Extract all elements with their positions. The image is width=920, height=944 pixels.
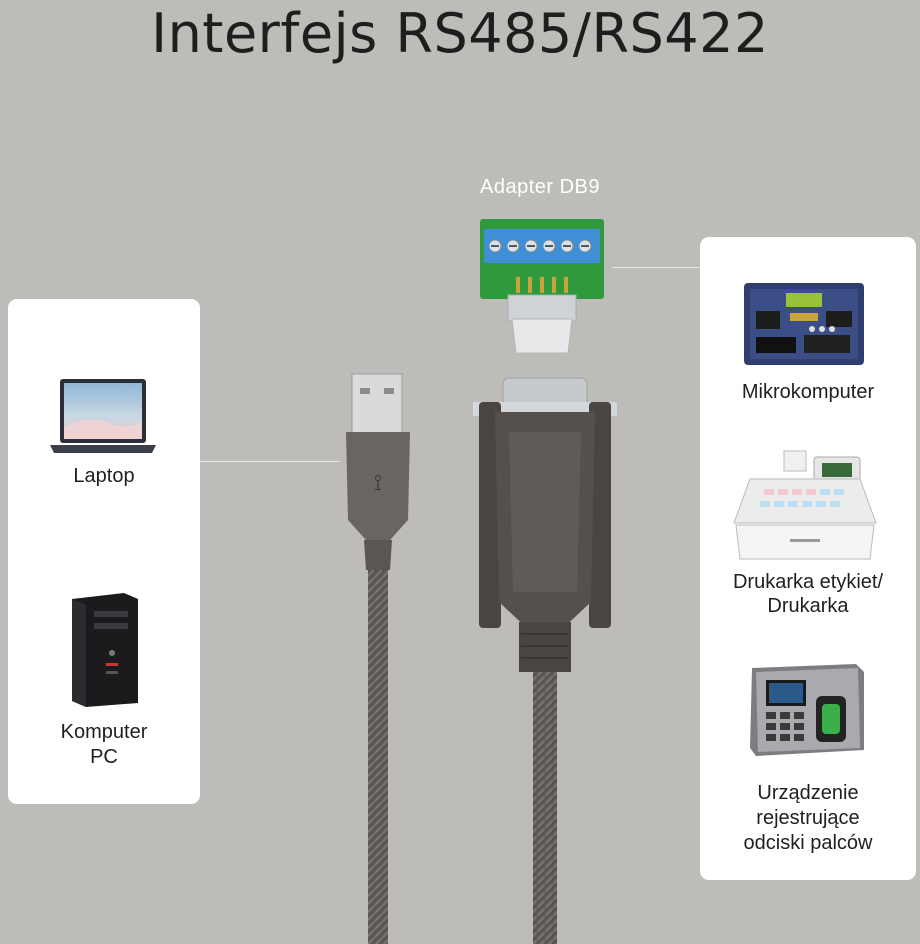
desktop-pc-icon — [68, 591, 142, 709]
left-device-panel: Laptop Komputer PC — [8, 299, 200, 804]
pc-label-line1: Komputer — [60, 721, 148, 743]
label-printer-label-line2: Drukarka — [767, 595, 849, 617]
label-printer-label-line1: Drukarka etykiet/ — [732, 571, 884, 593]
pc-label-line2: PC — [90, 746, 118, 768]
db9-terminal-adapter — [478, 215, 606, 357]
right-device-panel: Mikrokomputer Drukarka etykiet/ Drukarka — [700, 237, 916, 880]
page-title: Interfejs RS485/RS422 — [151, 2, 769, 65]
microcomputer-label: Mikrokomputer — [741, 381, 875, 403]
fingerprint-label-line1: Urządzenie — [757, 782, 859, 804]
microcomputer-board-icon — [742, 281, 866, 367]
fingerprint-label-line3: odciski palców — [743, 832, 873, 854]
cash-register-printer-icon — [730, 449, 880, 561]
fingerprint-terminal-icon — [746, 662, 868, 758]
laptop-label: Laptop — [73, 465, 135, 487]
svg-text:⟟: ⟟ — [374, 471, 382, 496]
db9-female-connector — [465, 372, 625, 944]
laptop-icon — [48, 377, 158, 459]
connector-line-left — [200, 461, 340, 462]
connector-line-right — [612, 267, 700, 268]
adapter-db9-label: Adapter DB9 — [479, 176, 600, 198]
usb-a-plug: ⟟ — [334, 370, 424, 944]
fingerprint-label-line2: rejestrujące — [756, 807, 860, 829]
